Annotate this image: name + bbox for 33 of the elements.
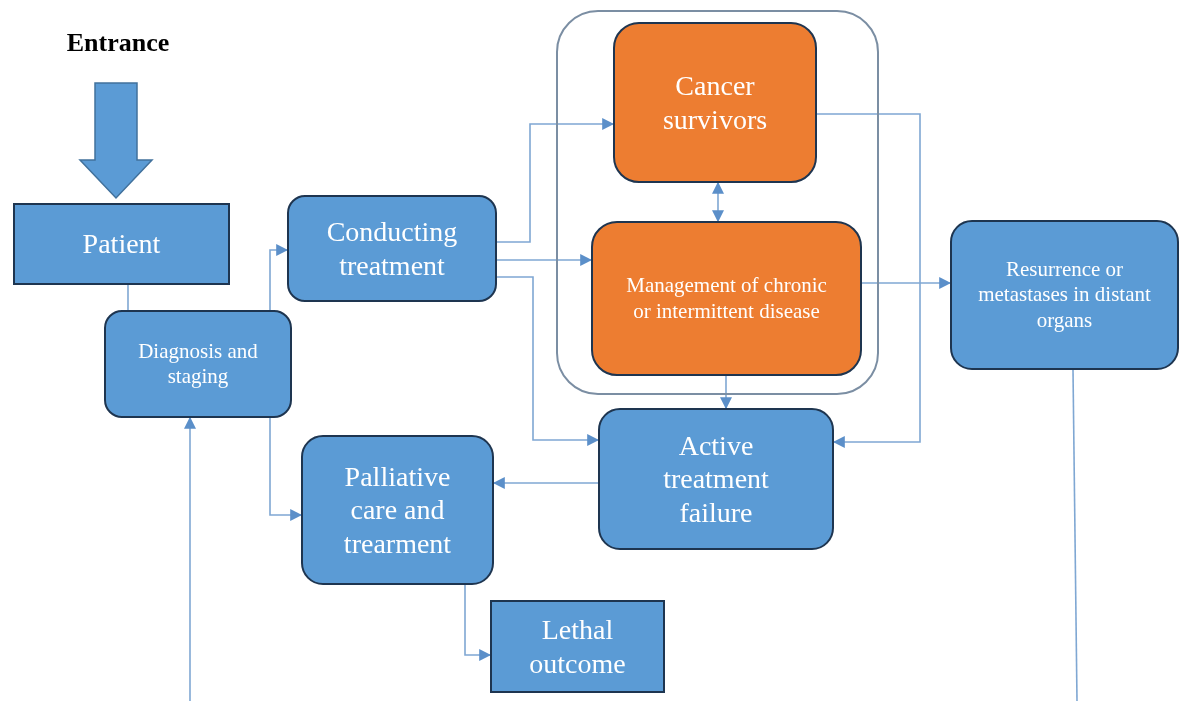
connector-arrow [496, 276, 600, 446]
box-label: Diagnosis and staging [137, 338, 259, 390]
heading-text: Entrance [66, 27, 170, 59]
connector-arrow [464, 584, 492, 661]
box-label: Resurrence or metastases in distant organs [977, 257, 1152, 333]
box-label: Lethal outcome [528, 612, 627, 681]
process-box [13, 203, 230, 285]
process-box [950, 220, 1179, 370]
box-label: Palliative care and trearment [342, 459, 453, 561]
connector-arrow [712, 181, 724, 223]
process-box [301, 435, 494, 585]
box-label: Patient [82, 227, 161, 261]
block-arrow [78, 82, 154, 200]
connector-arrow [861, 277, 952, 289]
process-box [598, 408, 834, 550]
box-label: Cancer survivors [661, 68, 769, 137]
box-label: Management of chronic or intermittent disease [625, 273, 828, 324]
connector-arrow [720, 375, 732, 410]
connector-arrow [496, 118, 615, 243]
process-box [104, 310, 292, 418]
box-label: Active treatment failure [662, 428, 770, 530]
process-box [287, 195, 497, 302]
process-box [490, 600, 665, 693]
group-frame [556, 10, 879, 395]
connector-arrow [269, 417, 303, 521]
connector-arrow [816, 113, 921, 448]
box-label: Conducting treatment [325, 214, 459, 283]
connector-arrow [184, 416, 196, 701]
highlight-box [613, 22, 817, 183]
connector-arrow [492, 477, 599, 489]
highlight-box [591, 221, 862, 376]
connector-arrow [496, 254, 593, 266]
connector-arrow [269, 244, 289, 311]
